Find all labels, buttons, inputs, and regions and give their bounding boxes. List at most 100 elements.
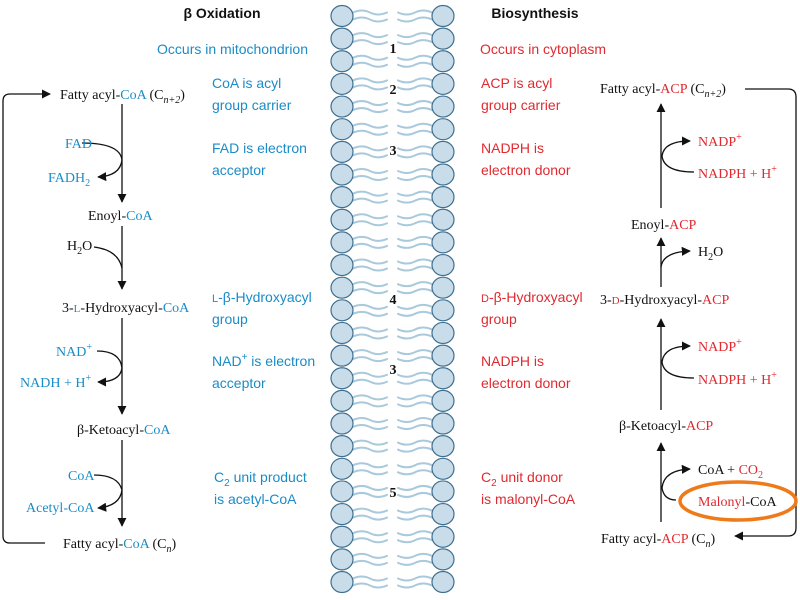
lipid-head	[330, 163, 354, 186]
right-h2o: H2O	[698, 245, 723, 263]
lipid-head	[330, 548, 354, 571]
lipid-tail	[352, 530, 388, 537]
left-coa: CoA	[68, 469, 95, 484]
left-note-5-line1: NAD+ is electron	[212, 352, 315, 369]
lipid-head	[330, 389, 354, 412]
lipid-tail	[397, 401, 433, 408]
lipid-tail	[352, 349, 388, 356]
lipid-head	[330, 140, 354, 163]
lipid-head	[431, 4, 455, 28]
lipid-head	[431, 118, 455, 141]
lipid-tail	[397, 9, 433, 16]
lipid-tail	[397, 265, 433, 272]
malonyl-coa-highlight-ellipse	[678, 480, 798, 522]
lipid-tail	[352, 107, 388, 114]
left-note-2-line2: group carrier	[212, 97, 292, 113]
lipid-head	[330, 457, 354, 480]
lipid-tail	[397, 242, 433, 249]
lipid-head	[431, 389, 455, 412]
lipid-tail	[397, 552, 433, 559]
right-note-2-line2: group carrier	[481, 97, 561, 113]
lipid-tail	[352, 514, 388, 521]
left-note-3-line1: FAD is electron	[212, 140, 307, 156]
lipid-tail	[352, 507, 388, 514]
lipid-tail	[397, 582, 433, 589]
left-fad: FAD	[65, 137, 92, 152]
lipid-head	[431, 457, 455, 480]
lipid-tail	[352, 54, 388, 61]
lipid-tail	[397, 310, 433, 317]
lipid-tail	[352, 129, 388, 136]
left-enoyl-coa: Enoyl-CoA	[88, 209, 153, 224]
lipid-tail	[397, 122, 433, 129]
lipid-head	[330, 276, 354, 299]
lipid-tail	[352, 242, 388, 249]
right-3-d-hydroxyacyl-acp: 3-D-Hydroxyacyl-ACP	[600, 293, 729, 308]
lipid-tail	[397, 39, 433, 46]
right-fatty-acyl-acp-n2: Fatty acyl-ACP (Cn+2)	[600, 82, 726, 100]
right-nadp-plus-2: NADP+	[698, 337, 742, 355]
right-nadph-2: NADPH + H+	[698, 370, 777, 388]
lipid-tail	[397, 326, 433, 333]
right-fatty-acyl-acp-n: Fatty acyl-ACP (Cn)	[601, 532, 715, 550]
lipid-tail	[352, 559, 388, 566]
lipid-tail	[397, 84, 433, 91]
lipid-head	[431, 27, 455, 50]
right-note-3-line1: NADPH is	[481, 140, 544, 156]
lipid-tail	[352, 288, 388, 295]
lipid-tail	[352, 401, 388, 408]
lipid-tail	[397, 349, 433, 356]
left-h2o: H2O	[67, 239, 92, 257]
left-note-3-line2: acceptor	[212, 162, 266, 178]
right-note-3-line2: electron donor	[481, 162, 571, 178]
lipid-tail	[397, 537, 433, 544]
lipid-head	[431, 50, 455, 73]
lipid-head	[431, 163, 455, 186]
lipid-head	[431, 95, 455, 118]
lipid-tail	[397, 491, 433, 498]
right-note-5-line2: electron donor	[481, 375, 571, 391]
left-note-2-line1: CoA is acyl	[212, 75, 281, 91]
lipid-tail	[352, 190, 388, 197]
left-nadh: NADH + H+	[20, 373, 91, 391]
lipid-tail	[397, 394, 433, 401]
right-note-6-line2: is malonyl-CoA	[481, 491, 576, 507]
lipid-tail	[397, 197, 433, 204]
lipid-tail	[352, 310, 388, 317]
lipid-tail	[352, 575, 388, 582]
lipid-tail	[397, 303, 433, 310]
lipid-tail	[352, 167, 388, 174]
right-nadph-1: NADPH + H+	[698, 164, 777, 182]
lipid-tail	[352, 100, 388, 107]
lipid-head	[330, 435, 354, 458]
lipid-tail	[397, 167, 433, 174]
lipid-tail	[352, 446, 388, 453]
lipid-tail	[397, 530, 433, 537]
comparison-number-1: 1	[390, 42, 397, 57]
lipid-tail	[352, 552, 388, 559]
right-coa-co2: CoA + CO2	[698, 463, 763, 481]
lipid-tail	[397, 16, 433, 23]
lipid-tail	[352, 213, 388, 220]
lipid-head	[330, 367, 354, 390]
lipid-tail	[397, 446, 433, 453]
lipid-tail	[397, 107, 433, 114]
lipid-tail	[397, 54, 433, 61]
lipid-tail	[397, 514, 433, 521]
lipid-tail	[352, 371, 388, 378]
lipid-head	[431, 321, 455, 345]
right-note-4-line1: D-β-Hydroxyacyl	[481, 289, 583, 305]
lipid-head	[431, 208, 455, 231]
lipid-head	[330, 208, 354, 231]
comparison-number-2: 2	[390, 83, 397, 98]
lipid-tail	[397, 190, 433, 197]
lipid-head	[431, 502, 455, 526]
right-note-5-line1: NADPH is	[481, 353, 544, 369]
lipid-tail	[352, 491, 388, 498]
lipid-tail	[352, 174, 388, 181]
lipid-tail	[397, 32, 433, 39]
left-acetyl-coa: Acetyl-CoA	[26, 501, 95, 516]
lipid-head	[330, 502, 354, 526]
lipid-head	[330, 321, 354, 345]
